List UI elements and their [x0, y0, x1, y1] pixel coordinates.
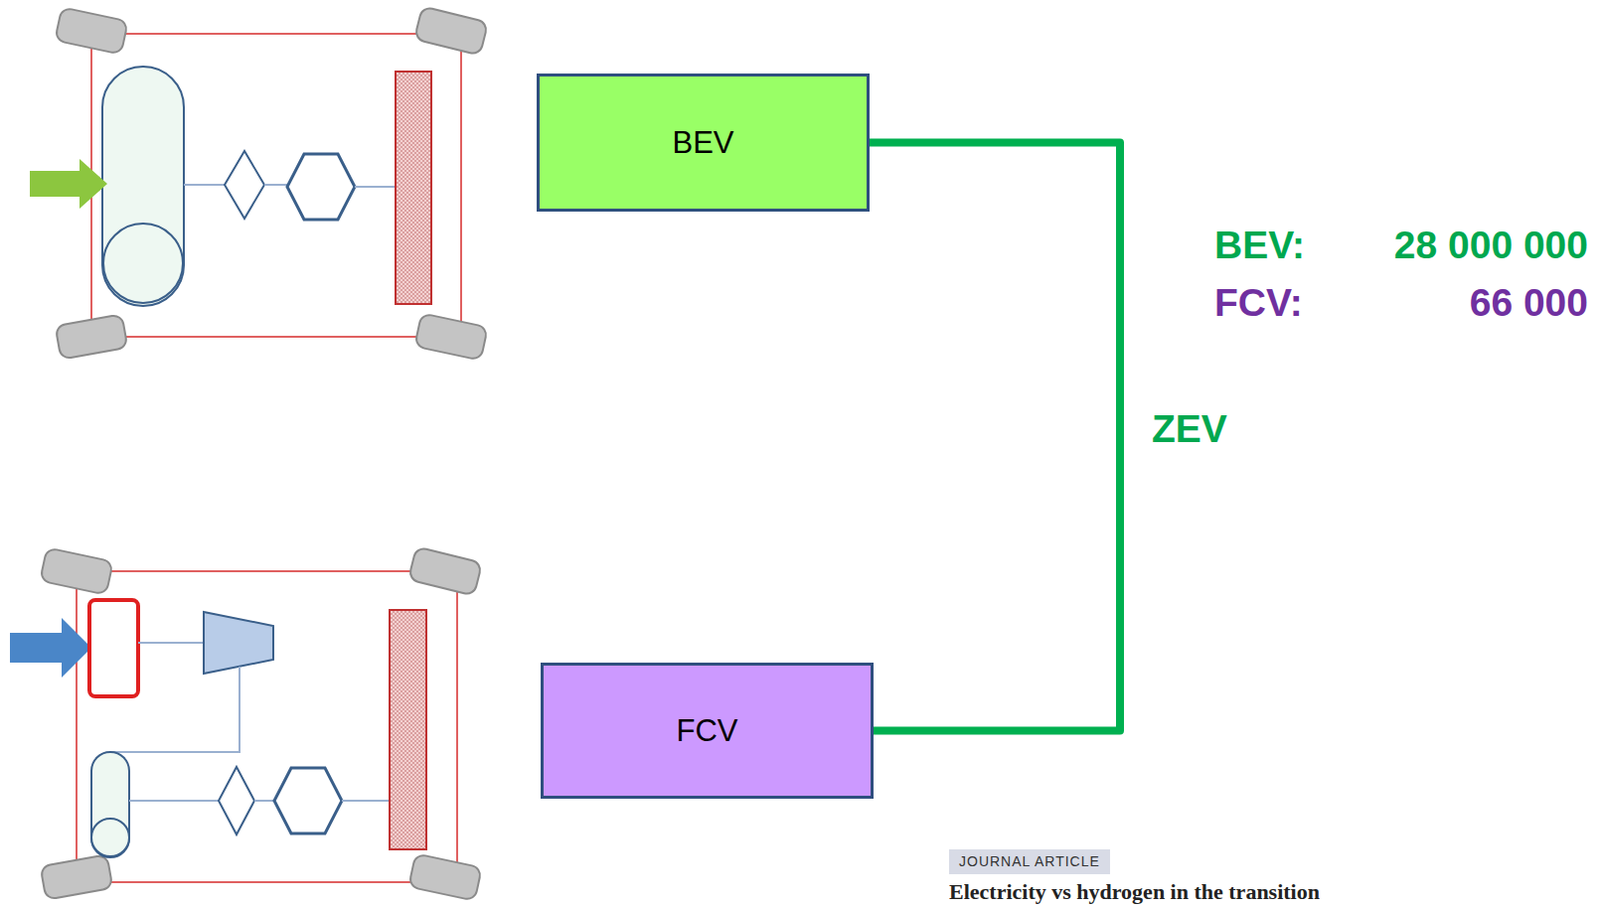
- stat-label: FCV:: [1214, 282, 1303, 325]
- box-label: BEV: [671, 125, 734, 161]
- stat-label: BEV:: [1214, 224, 1305, 268]
- article-title: Electricity vs hydrogen in the transitio…: [949, 880, 1320, 905]
- vehicle-type-box: BEV: [536, 73, 870, 212]
- edge-label: ZEV: [1149, 407, 1230, 452]
- fcv-chassis: [9, 546, 482, 901]
- vehicle-type-box: FCV: [540, 662, 874, 800]
- box-label: FCV: [676, 713, 739, 750]
- bev-chassis: [29, 5, 488, 360]
- article-tag: JOURNAL ARTICLE: [949, 849, 1111, 875]
- stat-value: 28 000 000: [1394, 224, 1589, 268]
- stat-value: 66 000: [1469, 282, 1589, 325]
- zev-bracket: [869, 143, 1120, 732]
